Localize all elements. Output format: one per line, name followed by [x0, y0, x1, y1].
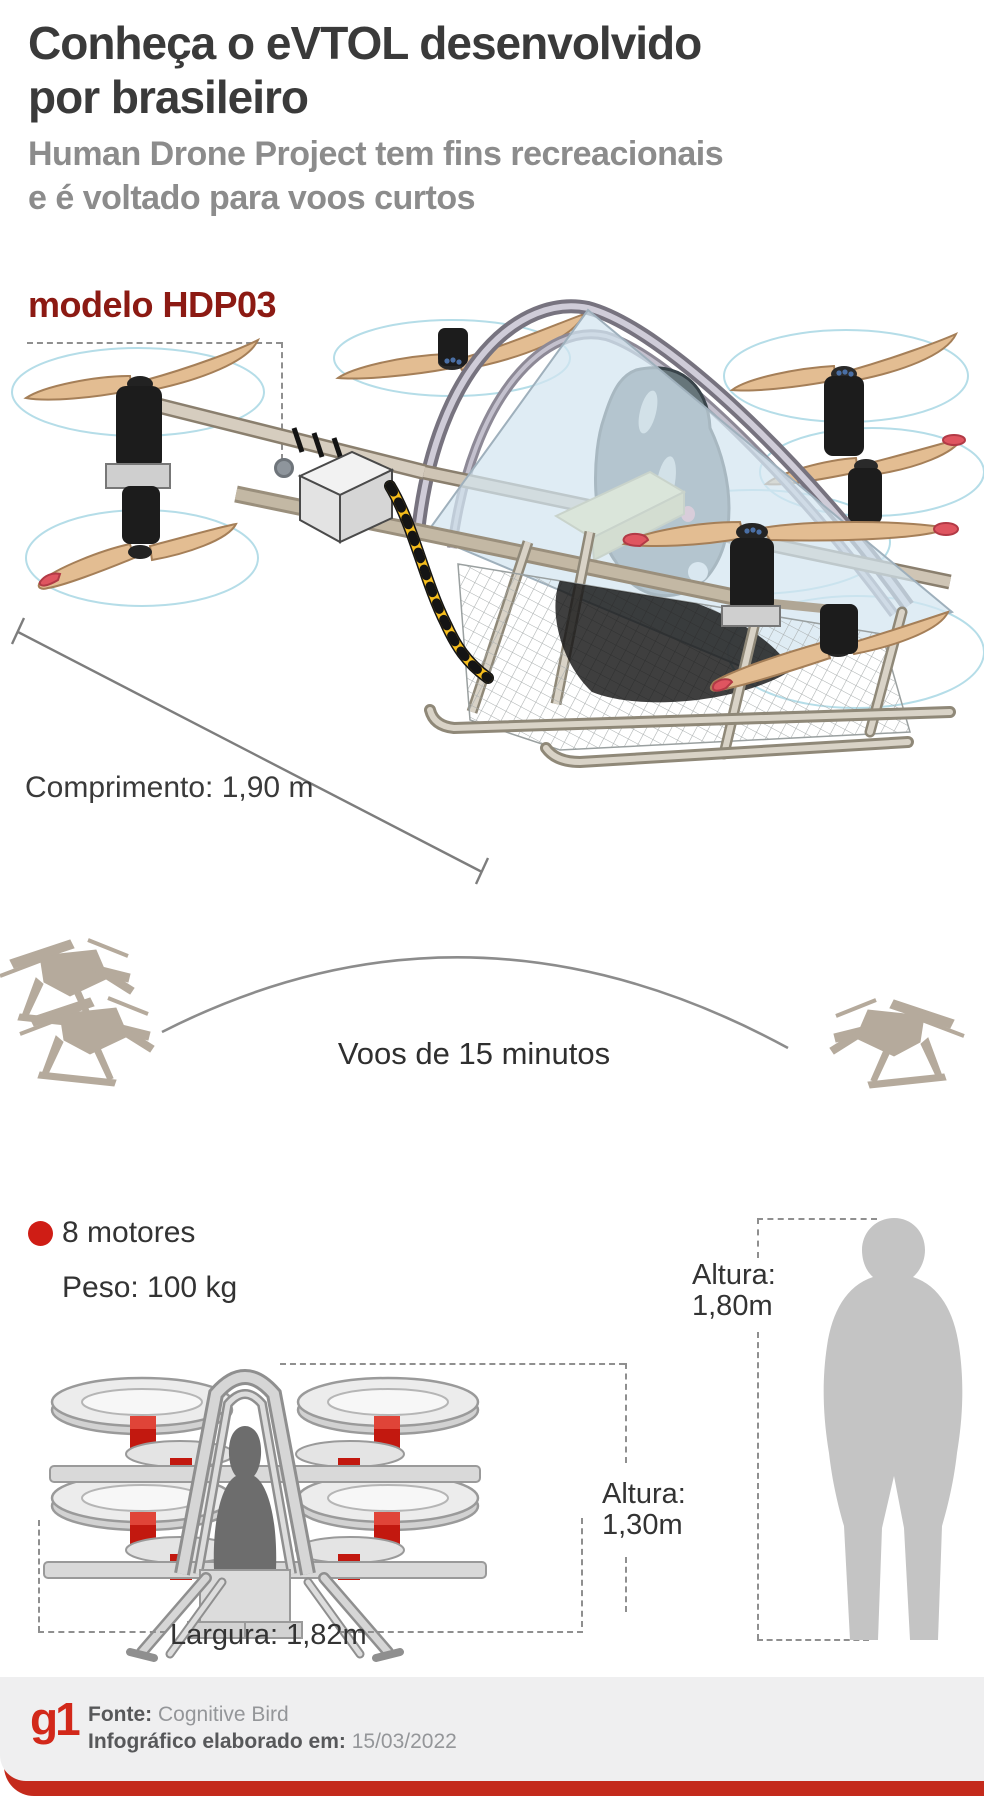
date-line: Infográfico elaborado em: 15/03/2022 — [88, 1728, 457, 1755]
power-cable — [384, 480, 494, 684]
drone-height-label: Altura: 1,30m — [602, 1479, 686, 1541]
front-landing-legs — [126, 1572, 404, 1662]
person-box-top — [757, 1218, 877, 1220]
height-box-top — [280, 1363, 625, 1365]
g1-logo: g1 — [30, 1693, 81, 1745]
height-box-right-lower — [625, 1557, 627, 1612]
footer-panel — [0, 1677, 984, 1781]
model-callout-line-horizontal — [27, 342, 282, 344]
left-motors — [105, 386, 171, 544]
footer-credits: Fonte: Cognitive Bird Infográfico elabor… — [88, 1701, 457, 1755]
model-callout-line-vertical — [281, 342, 283, 460]
width-box-bottom-right — [338, 1631, 583, 1633]
person-box-left-upper — [757, 1218, 759, 1258]
battery-box — [297, 450, 395, 544]
person-height-word: Altura: — [692, 1259, 776, 1291]
flight-arc — [161, 956, 789, 1050]
person-box-left-lower — [757, 1332, 759, 1640]
model-callout-dot — [274, 458, 294, 478]
cockpit-cage — [174, 1369, 316, 1576]
width-label: Largura: 1,82m — [170, 1619, 367, 1651]
width-box-left — [38, 1520, 40, 1632]
front-motors — [721, 538, 858, 654]
evtol-3d-illustration — [10, 299, 984, 885]
drone-height-value: 1,30m — [602, 1509, 683, 1541]
source-label: Fonte: — [88, 1703, 153, 1726]
date-label: Infográfico elaborado em: — [88, 1730, 346, 1753]
page-subtitle: Human Drone Project tem fins recreaciona… — [28, 132, 948, 220]
person-box-bottom — [757, 1639, 869, 1641]
hub-detail-dots — [444, 357, 854, 535]
left-rotor-arm — [158, 398, 426, 480]
rear-motors — [438, 328, 882, 524]
model-name-label: modelo HDP03 — [28, 284, 277, 325]
motors-label: 8 motores — [62, 1216, 196, 1249]
source-value: Cognitive Bird — [158, 1703, 289, 1726]
width-box-right — [581, 1518, 583, 1627]
weight-label: Peso: 100 kg — [62, 1271, 238, 1304]
upper-arm-beam — [49, 1465, 481, 1483]
seat-box — [187, 1569, 303, 1639]
date-value: 15/03/2022 — [351, 1730, 457, 1753]
pilot-silhouette — [213, 1426, 277, 1570]
page-title-line2: por brasileiro — [28, 71, 309, 123]
drone-height-word: Altura: — [602, 1478, 686, 1510]
width-box-bottom-left — [38, 1631, 166, 1633]
source-line: Fonte: Cognitive Bird — [88, 1701, 457, 1728]
page-title-line1: Conheça o eVTOL desenvolvido — [28, 17, 702, 69]
person-height-label: Altura: 1,80m — [692, 1260, 776, 1322]
front-propellers — [621, 520, 959, 692]
flight-arc-illustration — [0, 938, 966, 1090]
motors-bullet-icon — [28, 1221, 53, 1246]
person-height-value: 1,80m — [692, 1290, 773, 1322]
page-title: Conheça o eVTOL desenvolvido por brasile… — [28, 16, 908, 124]
page-subtitle-line2: e é voltado para voos curtos — [28, 179, 476, 217]
length-dimension-line — [10, 617, 490, 885]
page-subtitle-line1: Human Drone Project tem fins recreaciona… — [28, 135, 724, 173]
length-label: Comprimento: 1,90 m — [25, 771, 314, 804]
left-propellers — [23, 337, 261, 590]
person-silhouette — [823, 1218, 963, 1640]
flight-time-label: Voos de 15 minutos — [337, 1036, 611, 1071]
evtol-front-view-illustration — [43, 1369, 487, 1662]
height-box-right-upper — [625, 1363, 627, 1463]
